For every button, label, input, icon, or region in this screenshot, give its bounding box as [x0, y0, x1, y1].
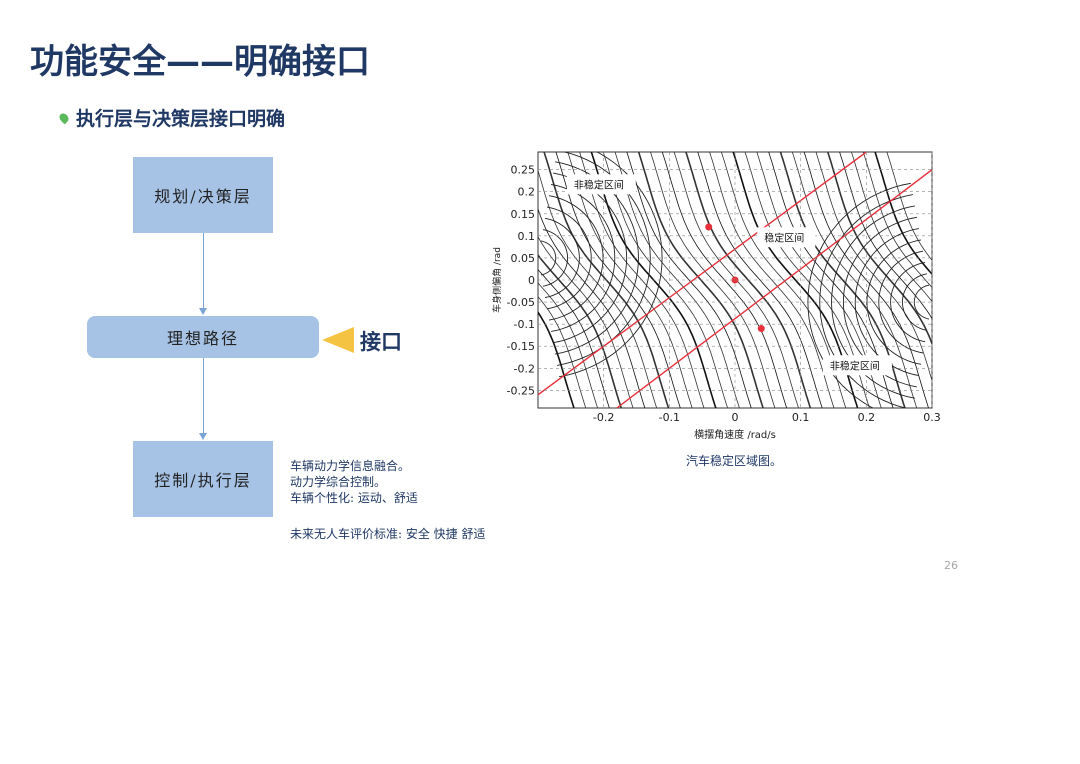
- y-tick-label: -0.25: [507, 384, 535, 397]
- trajectory-line: [874, 152, 932, 276]
- annotation-box: [822, 355, 892, 376]
- page-number: 26: [944, 559, 958, 572]
- future-standard-text: 未来无人车评价标准: 安全 快捷 舒适: [290, 527, 486, 541]
- arrow-head-icon: [199, 433, 207, 440]
- bullet-point: 执行层与决策层接口明确: [57, 104, 286, 131]
- trajectory-arc-right: [878, 250, 924, 354]
- trajectory-arc-right: [901, 273, 928, 331]
- control-notes: 车辆动力学信息融合。 动力学综合控制。 车辆个性化: 运动、舒适: [290, 458, 418, 506]
- trajectory-line: [791, 152, 918, 408]
- trajectory-line: [839, 152, 932, 320]
- equilibrium-point: [705, 223, 713, 231]
- stability-region-chart: -0.2 -0.1 0 0.1 0.2 0.3 0.25 0.2 0.15 0.1 0.05 0 -0.…: [491, 151, 941, 441]
- x-tick-label: 0.2: [858, 411, 876, 424]
- planning-layer-box: 规划/决策层: [133, 157, 273, 233]
- trajectory-line: [709, 152, 835, 408]
- trajectory-arc-right: [866, 239, 922, 365]
- trajectory-arc-right: [831, 205, 915, 399]
- y-tick-label: 0.1: [518, 230, 536, 243]
- annotation-box: [566, 174, 636, 195]
- trajectory-line: [827, 152, 932, 346]
- control-layer-box: 控制/执行层: [133, 441, 273, 517]
- y-tick-label: 0.25: [511, 164, 536, 177]
- y-tick-label: 0.2: [518, 186, 536, 199]
- ideal-path-box: 理想路径: [87, 316, 319, 358]
- interface-label: 接口: [360, 330, 402, 354]
- trajectory-arc-left: [551, 183, 616, 332]
- trajectory-line: [538, 310, 575, 408]
- x-tick-label: -0.1: [659, 411, 680, 424]
- annotation-box: [757, 227, 816, 248]
- y-tick-label: 0.05: [511, 252, 536, 265]
- y-tick-label: -0.1: [514, 318, 535, 331]
- trajectory-arc-left: [540, 240, 557, 276]
- x-tick-label: 0.1: [792, 411, 810, 424]
- trajectory-line: [538, 295, 587, 408]
- note-line: 车辆个性化: 运动、舒适: [290, 491, 418, 505]
- region-annotation: 非稳定区间: [830, 359, 880, 372]
- trajectory-arc-right: [913, 284, 930, 320]
- trajectory-arc-right: [819, 194, 913, 408]
- region-annotation: 非稳定区间: [574, 178, 624, 191]
- chart-caption: 汽车稳定区域图。: [686, 454, 783, 468]
- interface-marker-icon: [322, 327, 354, 353]
- x-axis-label: 横摆角速度 /rad/s: [694, 428, 776, 441]
- arrow-planning-to-path: [203, 233, 204, 309]
- arrow-path-to-control: [203, 358, 204, 434]
- region-annotation: 稳定区间: [764, 231, 804, 244]
- note-line: 动力学综合控制。: [290, 475, 387, 489]
- trajectory-arc-left: [546, 206, 592, 310]
- trajectory-line: [538, 282, 598, 408]
- trajectory-arc-left: [542, 229, 568, 287]
- trajectory-arc-left: [548, 195, 604, 321]
- y-tick-label: -0.15: [507, 340, 535, 353]
- trajectory-arc-left: [559, 152, 663, 378]
- x-tick-label: 0.3: [923, 411, 941, 424]
- slide-title: 功能安全——明确接口: [30, 42, 370, 82]
- note-line: 车辆动力学信息融合。: [290, 459, 411, 473]
- y-tick-label: -0.2: [514, 362, 535, 375]
- trajectory-line: [815, 152, 932, 382]
- stability-boundary-line: [538, 152, 867, 396]
- trajectory-arc-left: [544, 217, 580, 298]
- x-tick-label: -0.2: [593, 411, 614, 424]
- y-tick-label: -0.05: [507, 296, 535, 309]
- trajectory-arc-right: [807, 182, 911, 408]
- y-axis-label: 车身侧偏角 /rad: [491, 247, 503, 313]
- bullet-icon: [57, 111, 71, 124]
- trajectory-arc-right: [890, 262, 926, 343]
- bullet-text: 执行层与决策层接口明确: [76, 108, 286, 130]
- arrow-head-icon: [199, 308, 207, 315]
- y-tick-label: 0.15: [511, 208, 536, 221]
- equilibrium-point: [757, 325, 765, 333]
- x-tick-label: 0: [732, 411, 739, 424]
- y-tick-label: 0: [528, 274, 535, 287]
- trajectory-line: [538, 269, 610, 408]
